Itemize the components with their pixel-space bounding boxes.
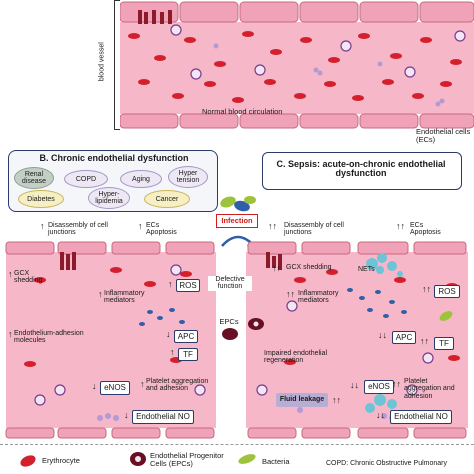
panel-b-title: B. Chronic endothelial dysfunction [39, 153, 189, 163]
legend-copd: COPD: Chronic Obstructive Pulmonary [326, 460, 447, 467]
arrow-up-double-icon: ↑↑ [332, 395, 341, 405]
arrow-up-icon: ↑ [140, 379, 145, 389]
right-ros-label: ROS [434, 285, 460, 298]
epc-cells [222, 318, 264, 340]
defective-function-label: Defective function [208, 276, 252, 291]
bacteria-cluster-icon [220, 196, 256, 212]
left-ecs-apoptosis-label: ECs Apoptosis [146, 222, 177, 237]
bacteria-in-vessel [439, 311, 453, 321]
bacteria-icon [238, 454, 256, 464]
arrow-up-icon: ↑ [8, 269, 13, 279]
legend-bacteria: Bacteria [262, 457, 290, 466]
risk-copd: COPD [64, 170, 108, 188]
gcx-tufts-left [60, 252, 76, 270]
erythrocyte-icon [20, 455, 36, 467]
nets-cluster [365, 253, 403, 413]
bottom-endothelial-cells [120, 113, 474, 129]
defective-notch [216, 252, 246, 428]
right-disassembly-label: Disassembly of cell junctions [284, 222, 344, 237]
wbcs-normal [170, 24, 466, 80]
normal-vessel-panel [114, 0, 474, 132]
legend-erythrocyte: Erythrocyte [42, 456, 80, 465]
arrow-up-icon: ↑ [8, 329, 13, 339]
arrow-up-double-icon: ↑↑ [422, 284, 431, 294]
left-platelet-label: Platelet aggregation and adhesion [146, 378, 209, 393]
right-platelet-label: Platelet aggregation and adhesion [404, 378, 455, 400]
arrow-down-double-icon: ↓↓ [350, 380, 359, 390]
right-tf-label: TF [434, 337, 454, 350]
arrow-up-icon: ↑ [40, 221, 45, 231]
arrow-up-double-icon: ↑↑ [392, 379, 401, 389]
arrow-up-double-icon: ↑↑ [396, 221, 405, 231]
arrow-down-icon: ↓ [124, 410, 129, 420]
right-inflammatory-label: Inflammatory mediators [298, 290, 339, 305]
normal-vessel-illustration [120, 1, 474, 129]
right-endo-no-label: Endothelial NO [390, 410, 452, 424]
right-impaired-label: Impaired endothelial regeneration [264, 350, 328, 365]
right-gcx-label: GCX shedding [286, 264, 332, 271]
arrow-up-icon: ↑ [98, 289, 103, 299]
panel-c-title: C. Sepsis: acute-on-chronic endothelial … [276, 159, 446, 179]
normal-circulation-label: Normal blood circulation [202, 107, 283, 116]
left-tf-label: TF [178, 348, 198, 361]
arrow-up-icon: ↑ [138, 221, 143, 231]
left-adhesion-label: Endothelium-adhesion molecules [14, 330, 84, 345]
endothelial-layer-top-right [247, 241, 467, 255]
arrow-up-double-icon: ↑↑ [420, 336, 429, 346]
gcx-tufts-right [266, 252, 282, 270]
blood-vessel-label: blood vessel [98, 42, 106, 82]
left-inflammatory-label: Inflammatory mediators [104, 290, 145, 305]
fluid-leakage-label: Fluid leakage [276, 393, 328, 407]
left-endo-no-label: Endothelial NO [132, 410, 194, 424]
risk-hyperlipidemia: Hyper-lipidemia [88, 187, 130, 209]
arrow-down-double-icon: ↓↓ [378, 330, 387, 340]
wbcs-diseased [34, 264, 434, 406]
left-ros-label: ROS [176, 279, 200, 292]
epc-icon [130, 452, 146, 466]
risk-hypertension: Hyper tension [168, 166, 208, 188]
left-enos-label: eNOS [100, 381, 130, 395]
panel-c-box [262, 152, 462, 190]
endothelial-layer-top-left [5, 241, 215, 255]
arrow-down-icon: ↓ [92, 381, 97, 391]
risk-cancer: Cancer [144, 190, 190, 208]
arrow-up-double-icon: ↑↑ [268, 221, 277, 231]
right-enos-label: eNOS [364, 380, 394, 394]
platelets-normal [213, 43, 445, 107]
vessel-lumen [120, 22, 474, 114]
arrow-up-icon: ↑ [170, 347, 175, 357]
left-disassembly-label: Disassembly of cell junctions [48, 222, 108, 237]
left-gcx-label: GCX shedding [14, 270, 43, 285]
endothelial-layer-bottom-left [5, 427, 215, 439]
inflammatory-dots [139, 288, 407, 326]
legend-epc: Endothelial Progenitor Cells (EPCs) [150, 451, 224, 468]
risk-diabetes: Diabetes [18, 190, 64, 208]
left-apc-label: APC [174, 330, 198, 343]
endothelial-layer-bottom-right [247, 427, 467, 439]
arrow-up-double-icon: ↑↑ [272, 263, 281, 273]
infection-label: Infection [216, 214, 258, 228]
legend-divider [0, 444, 474, 446]
rbcs-normal [128, 31, 462, 103]
blood-vessel-bracket [114, 0, 120, 130]
endothelial-cells-label: Endothelial cells (ECs) [416, 127, 471, 144]
right-ecs-apoptosis-label: ECs Apoptosis [410, 222, 441, 237]
glycocalyx-tufts [138, 10, 172, 24]
arrow-down-icon: ↓ [166, 329, 171, 339]
right-nets-label: NETs [358, 266, 375, 273]
risk-aging: Aging [120, 170, 162, 188]
arrow-down-double-icon: ↓↓ [376, 410, 385, 420]
top-endothelial-cells [120, 1, 474, 23]
risk-renal: Renal disease [14, 167, 54, 189]
right-apc-label: APC [392, 331, 416, 344]
arrow-up-double-icon: ↑↑ [286, 289, 295, 299]
epcs-label: EPCs [219, 317, 239, 326]
arrow-up-icon: ↑ [168, 279, 173, 289]
